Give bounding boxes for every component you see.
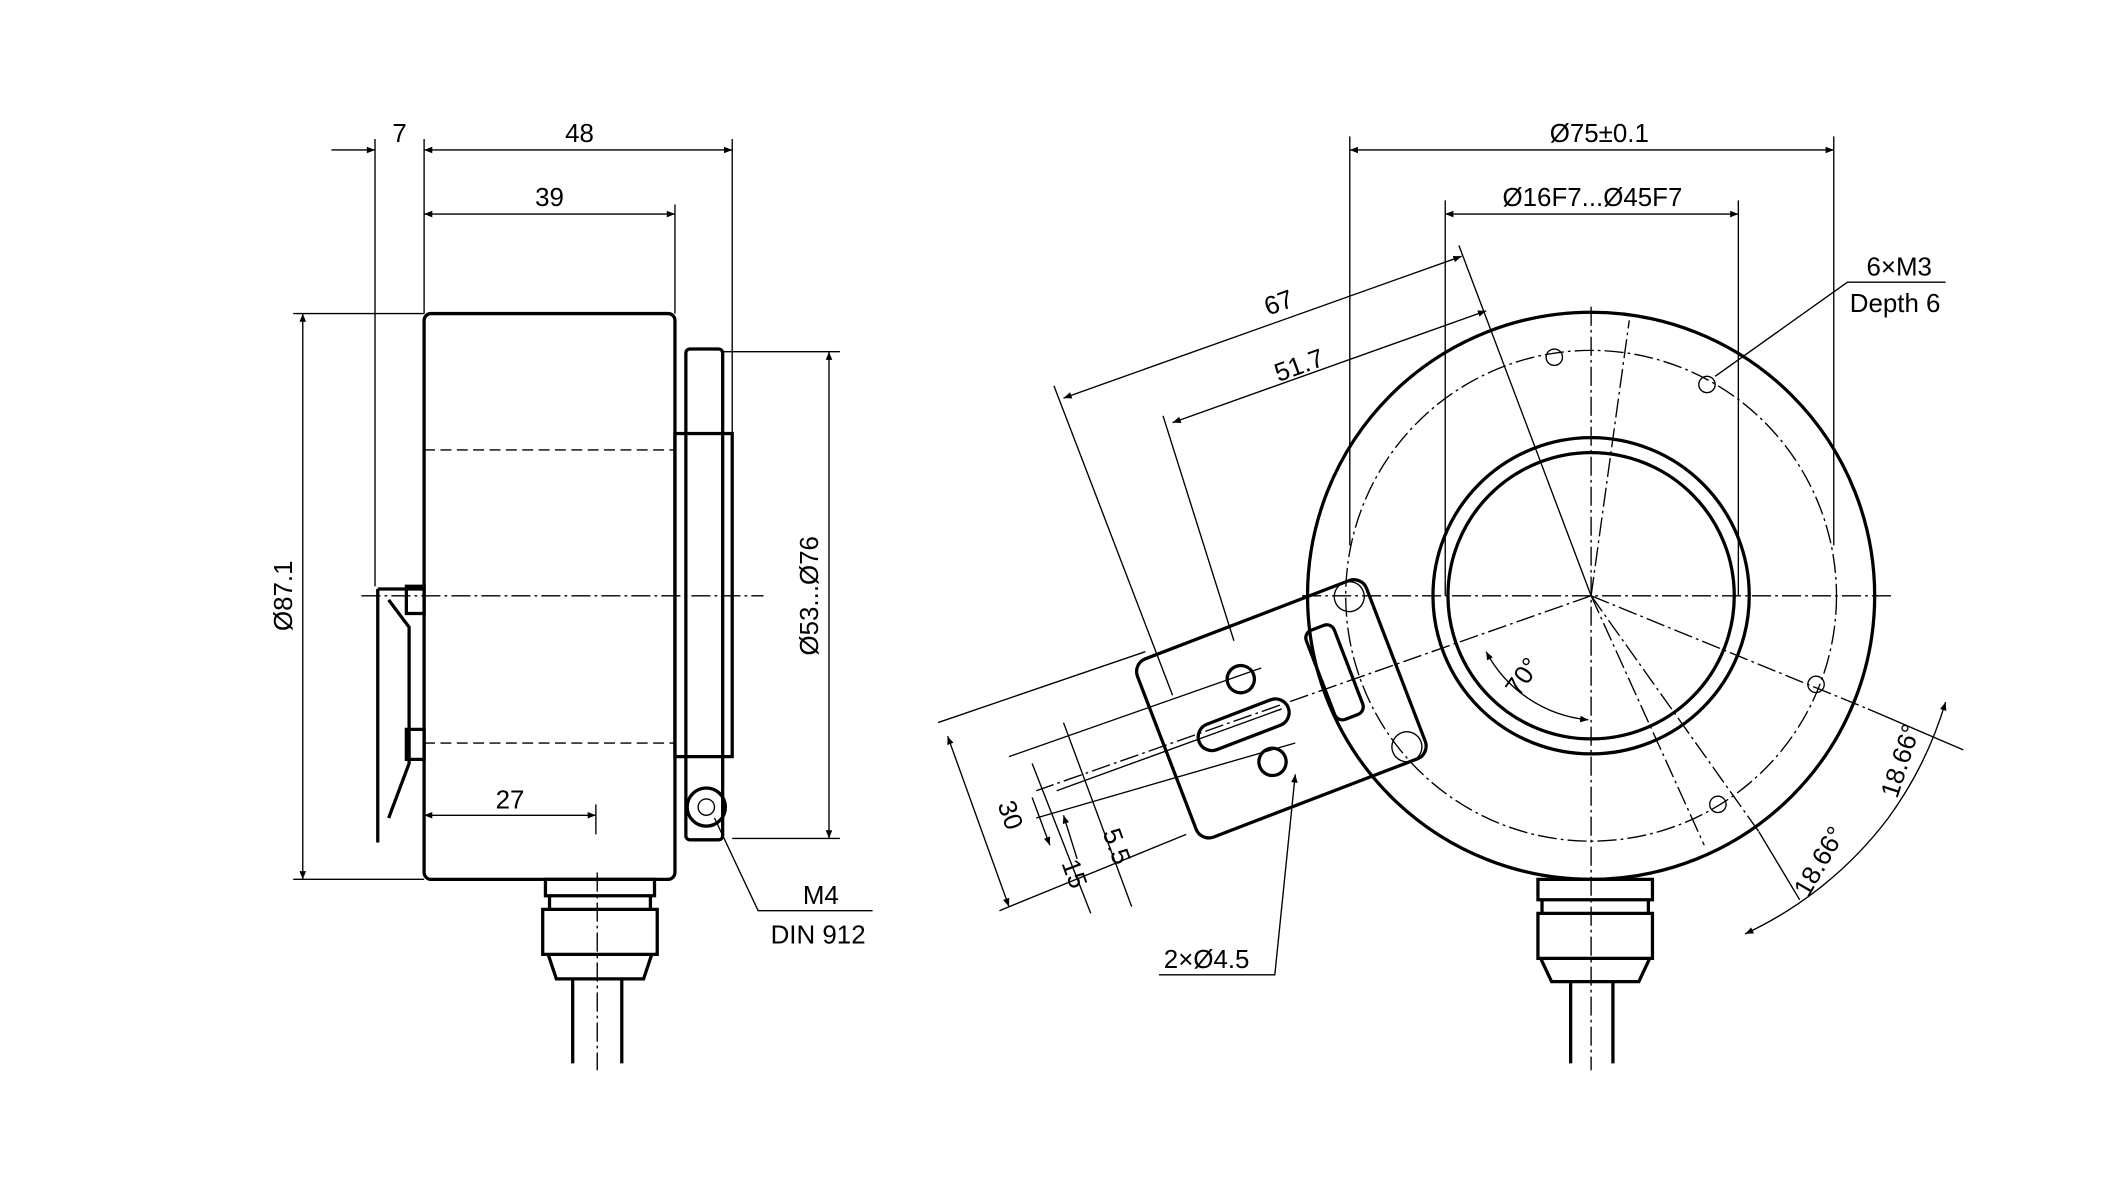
mounting-plate — [1134, 578, 1428, 840]
threaded-holes — [1545, 348, 1825, 814]
thread-label: 6×M3 — [1866, 253, 1932, 281]
front-view: Ø75±0.1 Ø16F7...Ø45F7 6×M3 Depth 6 67 51… — [937, 120, 1964, 1071]
dim-67-label: 67 — [1261, 285, 1298, 321]
dim-bore-label: Ø16F7...Ø45F7 — [1503, 184, 1683, 212]
angle-2-label: 18.66° — [1789, 822, 1851, 901]
clamp-screw-icon — [685, 786, 728, 828]
cable-gland — [541, 877, 659, 981]
screw-standard-label: DIN 912 — [771, 921, 866, 949]
encoder-body — [422, 311, 677, 881]
dim-15-label: 15 — [1056, 856, 1092, 893]
angle-1-label: 18.66° — [1876, 721, 1926, 801]
angle-70-label: 70° — [1501, 653, 1546, 701]
dim-body-length-label: 39 — [535, 184, 564, 212]
dim-51-7-label: 51.7 — [1271, 344, 1328, 388]
mounting-bracket — [376, 584, 426, 843]
dim-body-diameter-label: Ø87.1 — [270, 561, 298, 632]
dim-total-length-label: 48 — [565, 120, 594, 148]
clamp-bar — [684, 347, 725, 842]
dim-bolt-circle-label: Ø75±0.1 — [1550, 120, 1649, 148]
holes-label: 2×Ø4.5 — [1164, 946, 1250, 974]
dim-flange-diameter-label: Ø53...Ø76 — [796, 536, 824, 655]
dim-30-label: 30 — [992, 797, 1028, 834]
side-view: 7 48 39 Ø87.1 Ø53...Ø76 27 M4 DIN 912 — [270, 120, 873, 1071]
dim-5-5-label: 5.5 — [1097, 825, 1136, 868]
thread-depth-label: Depth 6 — [1850, 290, 1941, 318]
dim-offset-label: 27 — [496, 786, 525, 814]
cable-gland-front — [1536, 877, 1655, 984]
dim-flange-label: 7 — [392, 120, 406, 148]
screw-label: M4 — [803, 882, 839, 910]
